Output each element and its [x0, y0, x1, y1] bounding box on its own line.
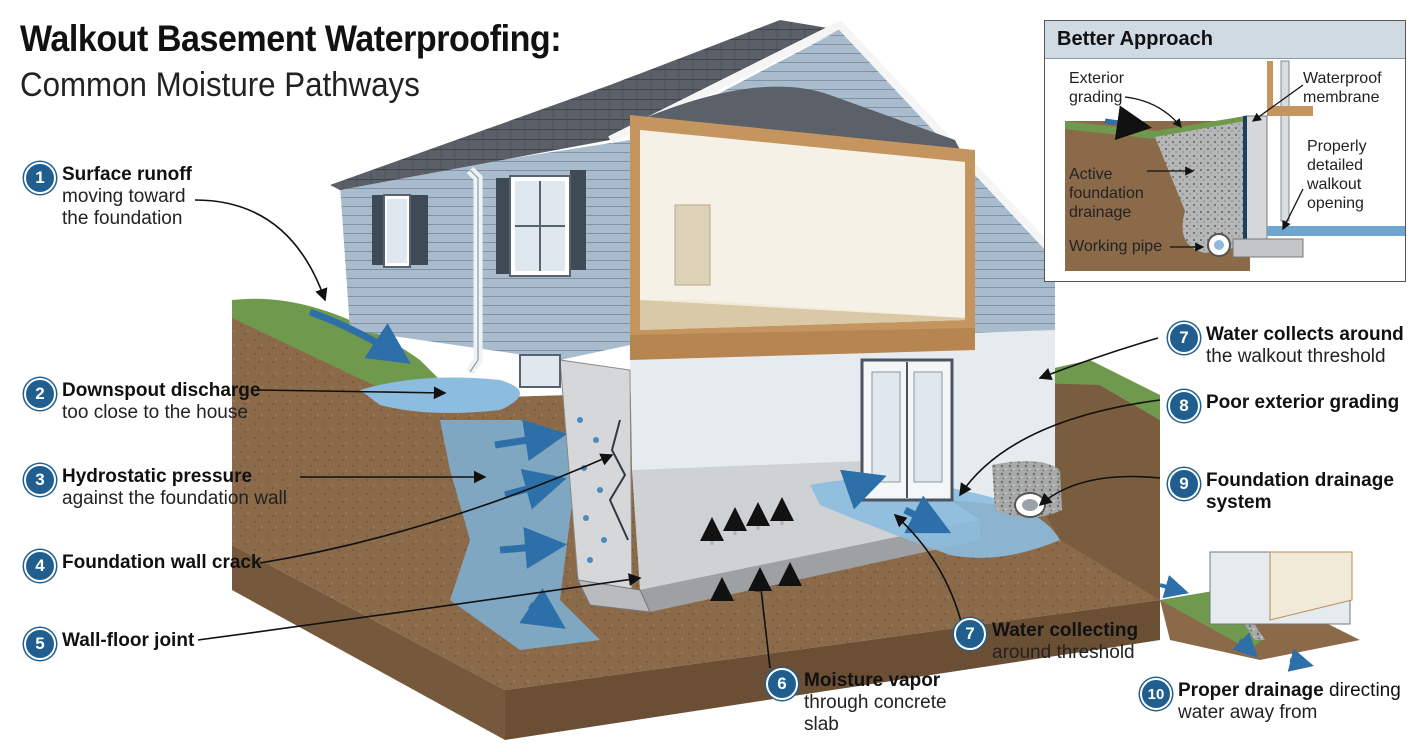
callout-text: directing: [1323, 680, 1401, 701]
soil-front-face: [505, 600, 1160, 740]
callout-number-badge: 5: [24, 628, 56, 660]
callout-heading: Water collects around: [1206, 324, 1404, 345]
inset-label-text: drainage: [1069, 204, 1132, 221]
callout-water-collects-threshold: 7 Water collects around the walkout thre…: [1168, 322, 1404, 368]
inset-header: Better Approach: [1045, 21, 1405, 59]
inset-footing: [1232, 238, 1304, 258]
soil-left-face: [232, 545, 505, 740]
callout-moisture-vapor: 6 Moisture vapor through concrete slab: [766, 668, 947, 736]
footing: [577, 579, 651, 613]
callout-heading: Downspout discharge: [62, 380, 261, 401]
callout-heading: Moisture vapor: [804, 670, 941, 691]
basement-window: [519, 354, 561, 388]
inset-foundation-wall: [1244, 115, 1268, 247]
callout-heading: Surface runoff: [62, 164, 192, 185]
callout-heading: Wall-floor joint: [62, 630, 195, 651]
better-approach-inset: Better Approach: [1044, 20, 1406, 282]
inset-label-text: Exterior: [1069, 70, 1125, 87]
callout-heading: Hydrostatic pressure: [62, 466, 253, 487]
callout-heading: Water collecting: [992, 620, 1139, 641]
inset-label-text: detailed: [1307, 157, 1364, 174]
inset-label-waterproof-membrane: Waterproof membrane: [1303, 69, 1382, 107]
diagram-subtitle: Common Moisture Pathways: [20, 66, 420, 104]
callout-text: moving toward: [62, 186, 186, 207]
inset-label-text: foundation: [1069, 185, 1144, 202]
inset-label-exterior-grading: Exterior grading: [1069, 69, 1124, 107]
inset-membrane: [1243, 116, 1247, 246]
callout-water-collecting: 7 Water collecting around threshold: [954, 618, 1139, 664]
floor-joist-band: [630, 328, 975, 360]
callout-heading: Proper drainage: [1178, 680, 1324, 701]
callout-number-badge: 7: [954, 618, 986, 650]
diagram-title: Walkout Basement Waterproofing:: [20, 18, 562, 59]
wall-crack: [608, 419, 629, 541]
callout-number-badge: 2: [24, 378, 56, 410]
callout-number-badge: 4: [24, 550, 56, 582]
callout-proper-drainage: 10 Proper drainage directing water away …: [1140, 678, 1401, 724]
callout-hydrostatic-pressure: 3 Hydrostatic pressure against the found…: [24, 464, 287, 510]
drainage-diagram-small: [1159, 551, 1360, 672]
inset-label-text: Properly: [1307, 138, 1367, 155]
callout-heading: Foundation drainage: [1206, 470, 1394, 491]
callout-text: slab: [804, 714, 839, 735]
inset-illustration: [1065, 60, 1405, 271]
inset-grass: [1065, 116, 1245, 139]
inset-label-text: grading: [1069, 89, 1123, 106]
roof: [330, 20, 840, 190]
callout-poor-exterior-grading: 8 Poor exterior grading: [1168, 390, 1400, 422]
window-right: [496, 170, 586, 277]
callout-text: the foundation: [62, 208, 183, 229]
room-doorway: [674, 204, 711, 286]
inset-label-text: Active: [1069, 166, 1113, 183]
callout-text: the walkout threshold: [1206, 346, 1386, 367]
inset-title: Better Approach: [1057, 28, 1213, 50]
callout-foundation-drainage: 9 Foundation drainage system: [1168, 468, 1394, 514]
roof-ridge: [608, 20, 1063, 263]
inset-label-working-pipe: Working pipe: [1069, 237, 1162, 256]
callout-heading: Poor exterior grading: [1206, 392, 1400, 413]
window-left: [372, 194, 428, 268]
inset-label-text: membrane: [1303, 89, 1380, 106]
inset-gravel-backfill: [1155, 121, 1245, 253]
callout-heading: Foundation wall crack: [62, 552, 262, 573]
inset-label-active-drainage: Active foundation drainage: [1069, 165, 1144, 222]
callout-number-badge: 9: [1168, 468, 1200, 500]
callout-surface-runoff: 1 Surface runoff moving toward the found…: [24, 162, 192, 230]
leader-lines: [194, 199, 1161, 669]
callout-number-badge: 8: [1168, 390, 1200, 422]
inset-label-walkout-opening: Properly detailed walkout opening: [1307, 137, 1367, 213]
inset-label-text: walkout: [1307, 176, 1362, 193]
callout-downspout-discharge: 2 Downspout discharge too close to the h…: [24, 378, 261, 424]
callout-text: against the foundation wall: [62, 488, 287, 509]
callout-heading: system: [1206, 492, 1272, 513]
inset-label-text: Waterproof: [1303, 70, 1382, 87]
callout-text: around threshold: [992, 642, 1135, 663]
callout-text: too close to the house: [62, 402, 248, 423]
callout-number-badge: 6: [766, 668, 798, 700]
callout-number-badge: 1: [24, 162, 56, 194]
callout-text: water away from: [1178, 702, 1318, 723]
inset-label-text: opening: [1307, 195, 1364, 212]
callout-text: through concrete: [804, 692, 947, 713]
callout-number-badge: 10: [1140, 678, 1172, 710]
room-floor: [640, 300, 965, 330]
callout-number-badge: 3: [24, 464, 56, 496]
callout-number-badge: 7: [1168, 322, 1200, 354]
room-back-wall: [640, 130, 965, 318]
inset-walkout-slab: [1267, 226, 1405, 236]
callout-foundation-wall-crack: 4 Foundation wall crack: [24, 550, 262, 582]
inset-label-text: Working pipe: [1069, 238, 1163, 255]
callout-wall-floor-joint: 5 Wall-floor joint: [24, 628, 195, 660]
